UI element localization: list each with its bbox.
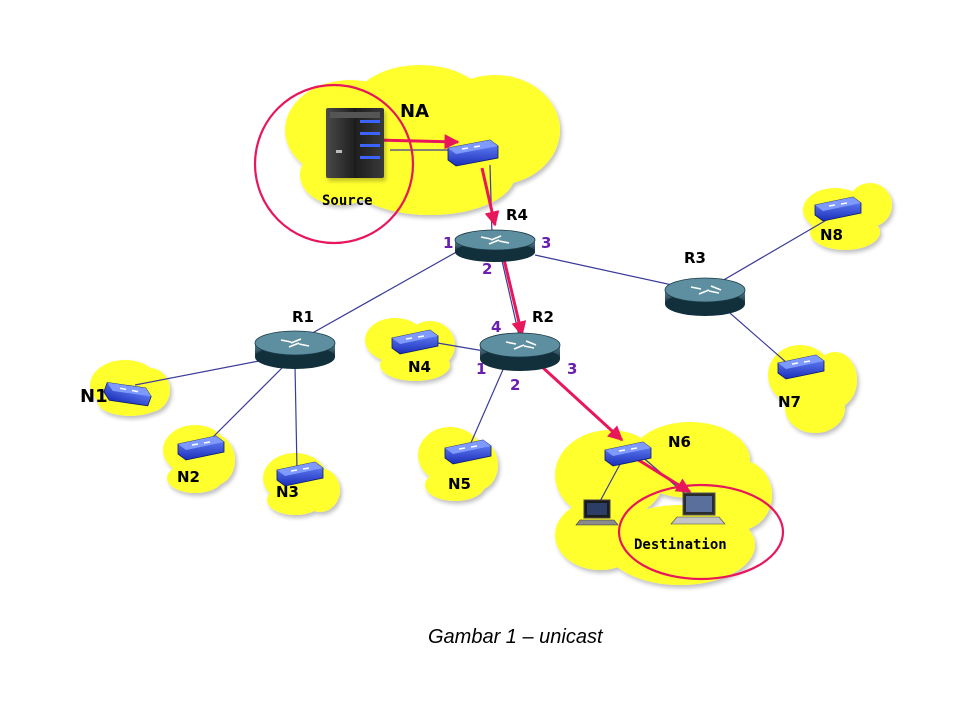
destination-label: Destination: [634, 537, 727, 553]
r2-port-4: 4: [491, 318, 501, 336]
r4-port-3: 3: [541, 234, 551, 252]
router-label-r4: R4: [506, 206, 528, 224]
router-r3-icon: [664, 277, 746, 316]
switch-n7-icon: [777, 354, 825, 380]
r2-port-3: 3: [567, 360, 577, 378]
r4-port-1: 1: [443, 234, 453, 252]
router-r2-icon: [479, 332, 561, 371]
router-label-r1: R1: [292, 308, 314, 326]
router-label-r3: R3: [684, 249, 706, 267]
cloud-n3: [263, 453, 340, 515]
switch-n5-icon: [444, 439, 492, 465]
switch-n1-icon: [103, 382, 152, 407]
network-label-n2: N2: [177, 468, 200, 486]
destination-highlight-circle: [617, 483, 785, 581]
source-highlight-circle: [253, 83, 415, 245]
figure-caption: Gambar 1 – unicast: [428, 626, 604, 648]
links: [134, 149, 836, 506]
network-label-n1: N1: [80, 386, 108, 407]
r2-port-1: 1: [476, 360, 486, 378]
r4-port-2: 2: [482, 260, 492, 278]
network-label-n5: N5: [448, 475, 471, 493]
switch-n6-icon: [604, 441, 652, 467]
router-label-r2: R2: [532, 308, 554, 326]
network-label-n3: N3: [276, 483, 299, 501]
router-r1-icon: [254, 330, 336, 369]
network-label-n8: N8: [820, 226, 843, 244]
switch-n8-icon: [814, 196, 862, 222]
network-label-na: NA: [400, 101, 429, 122]
cloud-n6: [555, 422, 772, 585]
network-label-n7: N7: [778, 393, 801, 411]
destination-laptop-icon: [670, 492, 726, 525]
unicast-path: [377, 134, 692, 494]
router-r4-icon: [454, 229, 536, 262]
source-label: Source: [322, 193, 373, 209]
switch-n4-icon: [391, 329, 439, 355]
switch-n3-icon: [276, 461, 324, 487]
source-server-icon: [326, 108, 384, 178]
network-label-n4: N4: [408, 358, 431, 376]
switch-n2-icon: [177, 435, 225, 461]
network-label-n6: N6: [668, 433, 691, 451]
switch-na-icon: [447, 139, 499, 167]
laptop-icon: [575, 499, 619, 526]
r2-port-2: 2: [510, 376, 520, 394]
